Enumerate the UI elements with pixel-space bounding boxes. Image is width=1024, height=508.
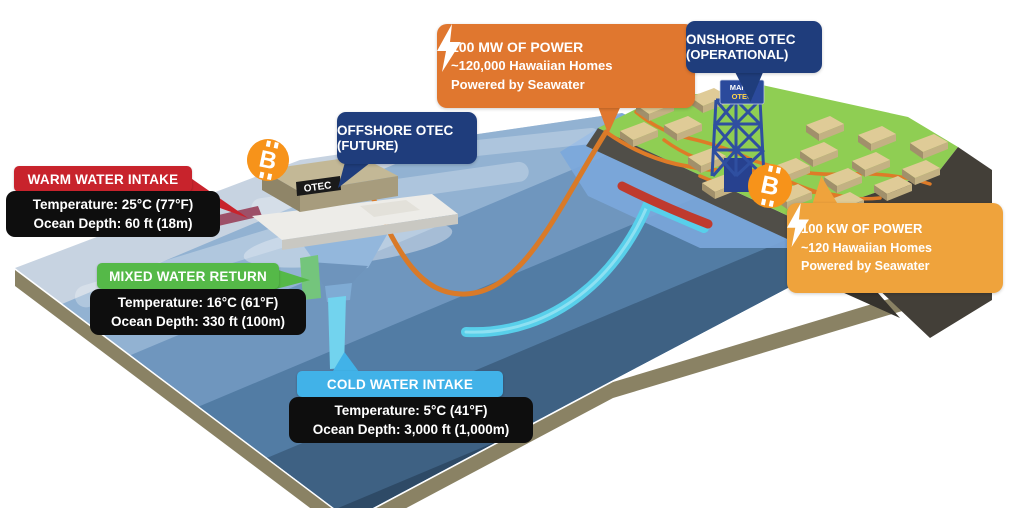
warm-water-depth: Ocean Depth: 60 ft (18m) [33,216,193,232]
mixed-water-infobox: Temperature: 16°C (61°F) Ocean Depth: 33… [90,289,306,336]
warm-water-title: WARM WATER INTAKE [14,166,192,192]
tower-sign-line1: MAKAI [730,83,755,92]
mixed-water-depth: Ocean Depth: 330 ft (100m) [110,314,286,330]
onshore-power-line1: 100 KW OF POWER [801,221,923,237]
offshore-otec-callout: OFFSHORE OTEC (FUTURE) [337,112,477,164]
cold-water-title: COLD WATER INTAKE [297,371,503,397]
offshore-otec-line1: OFFSHORE OTEC [337,123,454,138]
cold-water-pipe-highlight [464,202,650,334]
cold-water-depth: Ocean Depth: 3,000 ft (1,000m) [312,422,510,438]
onshore-power-line3: Powered by Seawater [801,259,930,274]
offshore-power-line2: ~120,000 Hawaiian Homes [451,58,613,74]
mixed-water-title: MIXED WATER RETURN [97,263,279,289]
warm-water-infobox: Temperature: 25°C (77°F) Ocean Depth: 60… [6,191,220,238]
coastal-road [586,128,810,244]
bitcoin-icon-offshore: B [247,139,289,181]
onshore-power-line2: ~120 Hawaiian Homes [801,241,932,256]
tower-sign-line2: OTEC [732,92,753,101]
power-cable [371,129,609,297]
warm-water-temperature: Temperature: 25°C (77°F) [32,197,194,212]
cold-water-temperature: Temperature: 5°C (41°F) [334,403,488,418]
platform-label-plate [296,176,341,196]
mixed-water-temperature: Temperature: 16°C (61°F) [117,295,279,310]
bitcoin-icon-onshore: B [748,164,792,208]
offshore-power-line3: Powered by Seawater [451,77,585,93]
cold-water-infobox: Temperature: 5°C (41°F) Ocean Depth: 3,0… [289,397,533,444]
platform-funnel-shadow [310,262,368,290]
otec-platform-label: OTEC [303,180,332,195]
warm-water-pipe-shore [617,181,713,229]
cold-water-intake-pipe [328,296,346,369]
mixed-water-return-pipe [300,255,321,300]
onshore-otec-callout: ONSHORE OTEC (OPERATIONAL) [686,21,822,73]
platform-box-side [300,176,398,212]
lightning-bolt-icon [787,203,809,247]
offshore-otec-line2: (FUTURE) [337,138,399,153]
lightning-bolt-icon [437,24,461,72]
deck-module [360,200,420,217]
onshore-otec-line2: (OPERATIONAL) [686,47,789,62]
onshore-power-callout: 100 KW OF POWER ~120 Hawaiian Homes Powe… [787,203,1003,293]
onshore-otec-line1: ONSHORE OTEC [686,32,796,47]
offshore-power-line1: 100 MW OF POWER [451,39,584,55]
platform-deck-side [282,214,458,250]
svg-text:B: B [758,170,781,201]
cold-water-pipe-shore [643,199,709,233]
offshore-power-callout: 100 MW OF POWER ~120,000 Hawaiian Homes … [437,24,695,108]
svg-text:B: B [257,145,280,175]
